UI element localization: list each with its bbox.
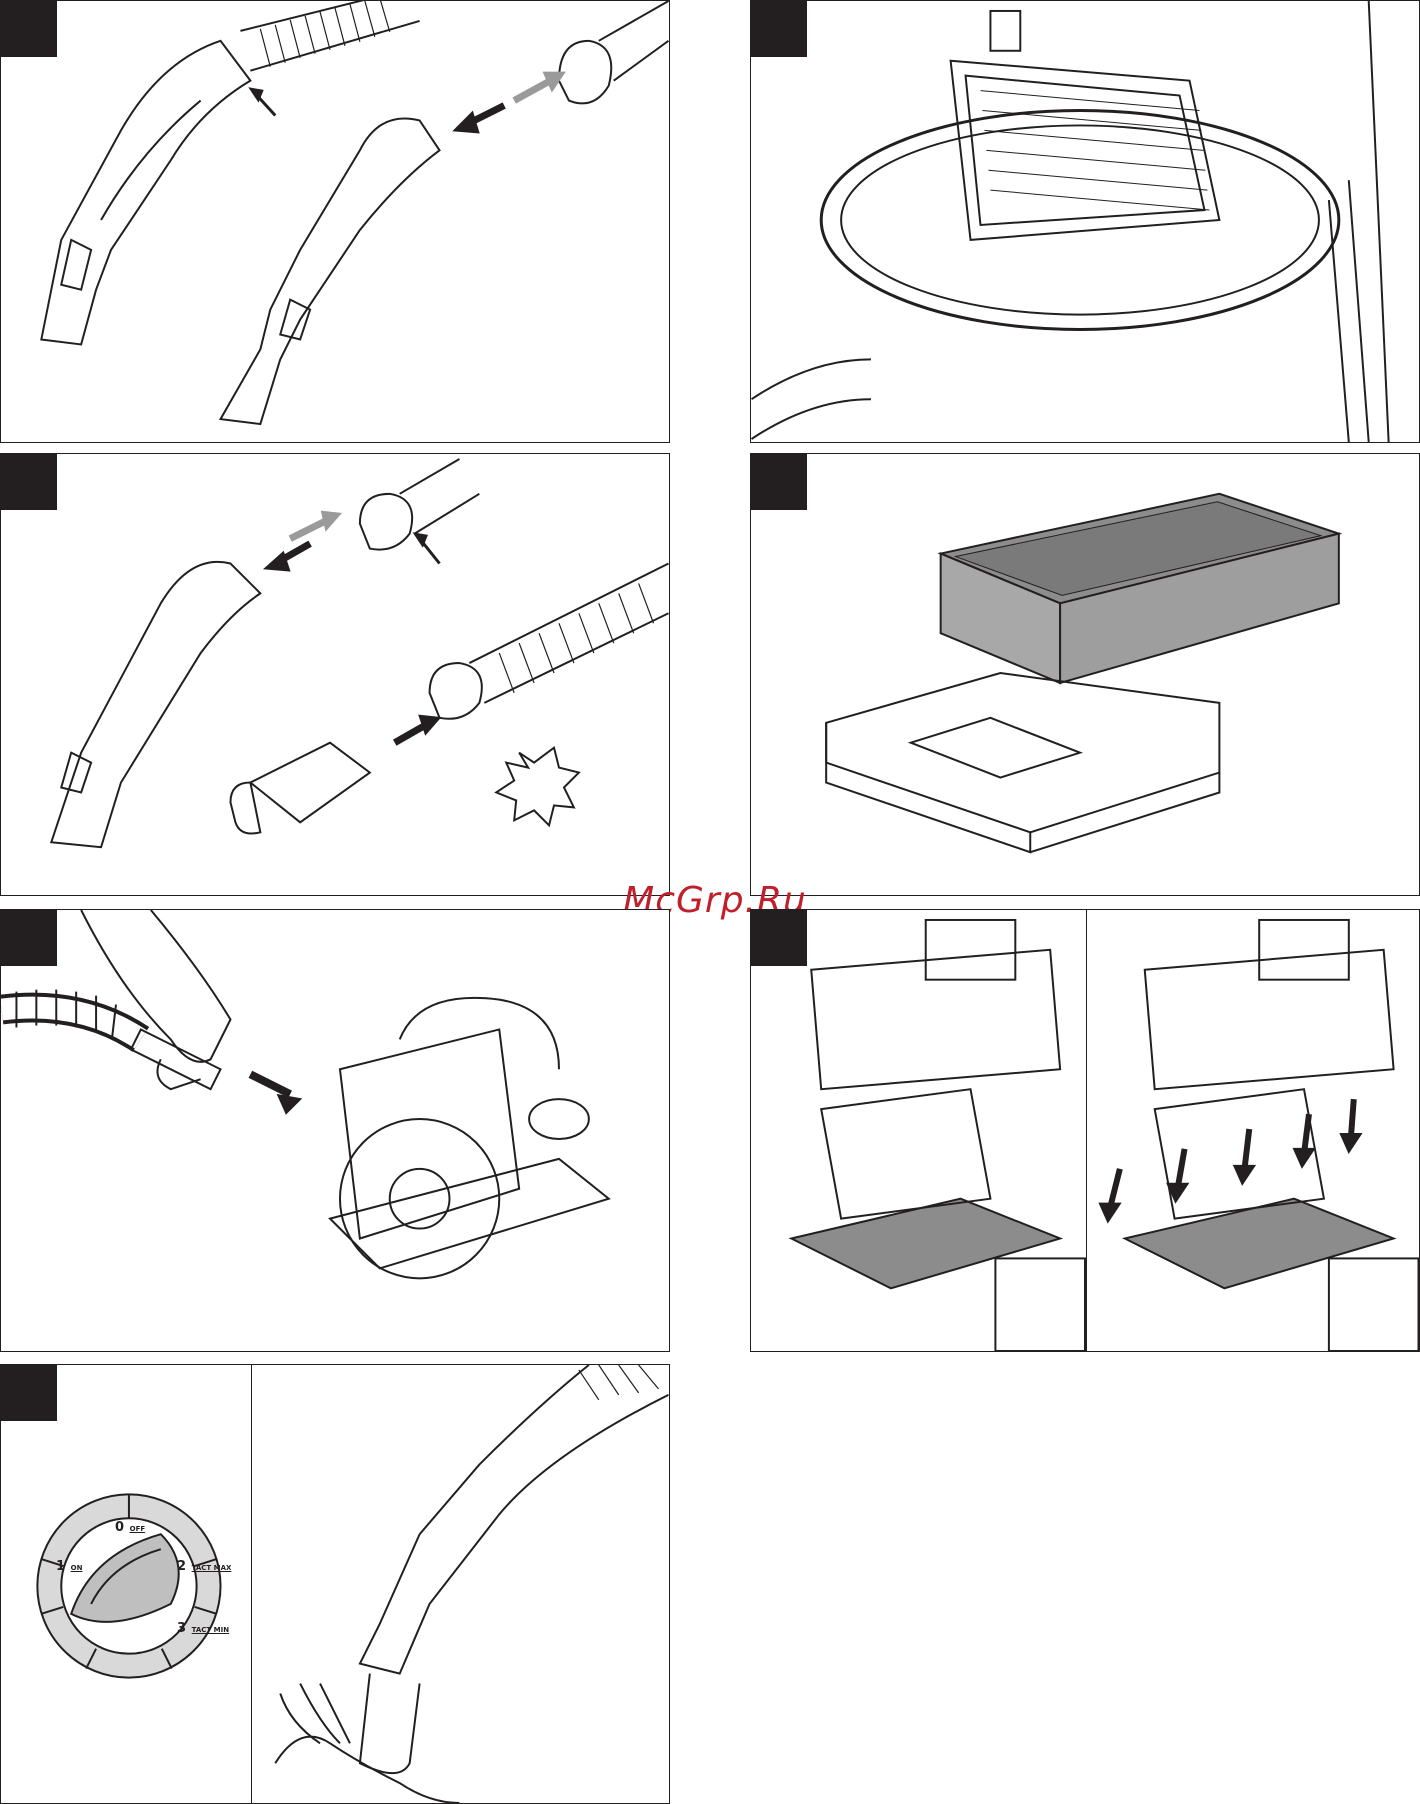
switch-dial-illustration xyxy=(1,1365,669,1803)
flat-filter-illustration xyxy=(751,454,1419,895)
dial-position-1: 1 ON xyxy=(56,1555,82,1574)
dial-position-label: ON xyxy=(71,1564,83,1572)
dial-position-number: 3 xyxy=(177,1621,186,1636)
dial-position-label: OFF xyxy=(130,1525,146,1533)
dial-position-number: 0 xyxy=(115,1520,124,1535)
hose-handle-illustration xyxy=(1,1,669,442)
dial-position-number: 1 xyxy=(56,1559,65,1574)
illustration-panel-vacuum-hose-wrap xyxy=(750,0,1420,443)
filter-insert-illustration xyxy=(751,910,1419,1351)
dial-position-3: 3 TACT MIN xyxy=(177,1617,229,1636)
illustration-panel-filter-insert xyxy=(750,909,1420,1352)
illustration-panel-power-tool xyxy=(0,909,670,1352)
dial-position-label: TACT MAX xyxy=(192,1564,232,1572)
illustration-panel-hose-disconnect xyxy=(0,0,670,443)
illustration-panel-switch-dial: 0 OFF 1 ON 2 TACT MAX 3 TACT MIN xyxy=(0,1364,670,1804)
adapter-illustration xyxy=(1,454,669,895)
dial-position-0: 0 OFF xyxy=(115,1516,145,1535)
illustration-panel-adapter xyxy=(0,453,670,896)
dial-position-label: TACT MIN xyxy=(192,1626,229,1634)
vacuum-top-illustration xyxy=(751,1,1419,442)
illustration-panel-flat-filter xyxy=(750,453,1420,896)
dial-position-number: 2 xyxy=(177,1559,186,1574)
dial-position-2: 2 TACT MAX xyxy=(177,1555,231,1574)
power-tool-illustration xyxy=(1,910,669,1351)
